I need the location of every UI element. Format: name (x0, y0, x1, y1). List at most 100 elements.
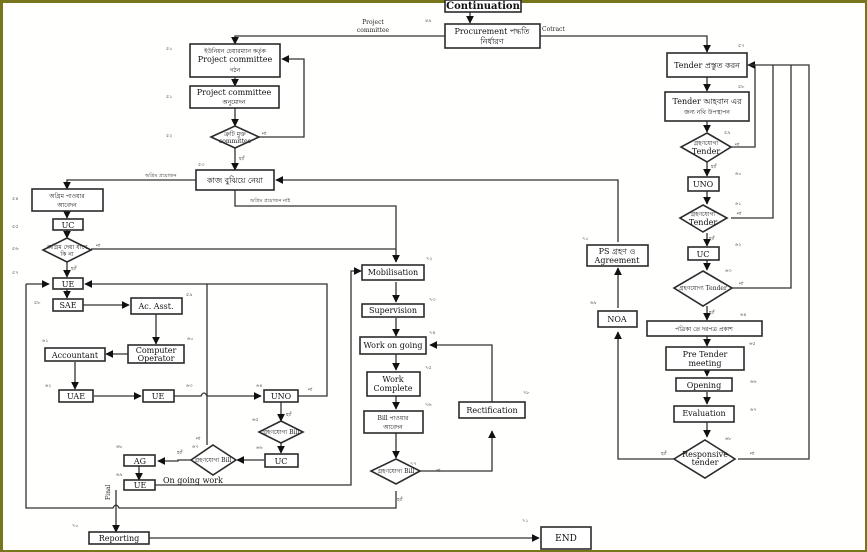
node-label: গ্রহণযোগ্য (691, 211, 716, 218)
node-label: UC (62, 221, 75, 230)
node-label: UNO (693, 180, 714, 189)
step-number: ৭৩ (429, 297, 436, 303)
edge-label-no: না (749, 451, 755, 457)
edge-label-yes: হ্যাঁ (70, 265, 78, 272)
node-label: গ্রহণযোগ্য Bill (195, 457, 232, 464)
node-mobilisation: Mobilisation ৭২ (361, 256, 433, 281)
step-number: ৬২ (735, 242, 742, 248)
edge-label-no: না (734, 142, 740, 148)
node-label: PS গ্রহণ ও (599, 247, 636, 256)
node-label: SAE (59, 301, 76, 310)
step-number: ৭০ (582, 236, 589, 242)
node-label: Operator (138, 354, 175, 363)
node-label: UE (62, 280, 75, 289)
node-label: UE (134, 481, 147, 490)
node-procurement: Procurement পদ্ধতি নির্ধারণ ৪৯ (425, 18, 541, 49)
step-number: ৬৫ (749, 341, 756, 347)
decision-tender-check-1: গ্রহণযোগ্য Tender ৫৯ না হ্যাঁ (679, 130, 740, 170)
node-continuation: Continuation (444, 0, 522, 13)
edge-label: Cotract (542, 26, 565, 33)
node-evaluation: Evaluation ৬৭ (673, 405, 757, 423)
step-number: ৫৩ (198, 162, 205, 168)
node-label: গঠন (230, 66, 241, 74)
node-pc-formation: ইউনিয়ন চেয়ারম্যান কর্তৃক Project commi… (166, 43, 281, 78)
node-handover: কাজ বুঝিয়ে নেয়া ৫৩ (195, 162, 275, 191)
node-tender-invite: Tender আহবান এর জন্য নথি উপস্থাপন ৫৮ (664, 84, 750, 122)
node-noa: NOA ৬৯ (590, 300, 638, 328)
step-number: ৬৫ (252, 417, 259, 423)
edge-label-final: Final (105, 484, 112, 500)
step-number: ৫১ (166, 94, 173, 100)
step-number: ৫৬ (12, 246, 19, 252)
step-number: ৬৮ (725, 436, 732, 442)
node-uc-2: UC ৬৬ (256, 445, 299, 468)
node-label: Evaluation (682, 409, 725, 418)
step-number: ৭৬ (425, 402, 432, 408)
node-label: Ac. Asst. (137, 302, 173, 311)
node-label: পত্রিকা তে দরপত্র প্রকাশ (675, 326, 733, 333)
node-uno-1: UNO ৬৪ না (256, 383, 313, 403)
connectors (25, 12, 810, 542)
step-number: ৭৭ (410, 461, 417, 467)
node-uc-3: UC ৬২ (687, 242, 742, 261)
edge-label: Project (362, 19, 384, 26)
node-uae: UAE ৬২ (45, 383, 94, 403)
node-ue-1: UE ৫৭ (12, 270, 84, 290)
step-number: ৫৭ (12, 270, 19, 276)
decision-tender-check-2: গ্রহণযোগ্য Tender ৬১ না হ্যাঁ (678, 201, 742, 242)
step-number: ৬৬ (750, 379, 757, 385)
node-work-on-going: Work on going ৭৪ (359, 330, 436, 355)
node-label: Bill পাওয়ার (378, 415, 410, 422)
node-label: Opening (687, 381, 721, 390)
node-label: UNO (271, 392, 292, 401)
decision-bill-check-3: গ্রহণযোগ্য Bill ৭৭ না হ্যাঁ (369, 458, 441, 503)
node-label: গ্রহণযোগ্য Bill (378, 468, 415, 475)
node-label: অগ্রিম পাওয়ার (48, 193, 85, 200)
step-number: ৫৮ (738, 84, 745, 90)
edge-label-yes: হ্যাঁ (285, 411, 293, 418)
node-label: AG (133, 457, 146, 466)
node-label: Tender (689, 218, 717, 227)
node-label: committee (219, 138, 252, 145)
step-number: ৬০ (735, 171, 742, 177)
node-label: Reporting (99, 534, 140, 543)
decision-bill-check-2: গ্রহণযোগ্য Bill ৬৭ না হ্যাঁ (176, 436, 238, 476)
node-label: Tender (692, 147, 720, 156)
node-label: অনুমোদন (222, 99, 246, 106)
node-label: Work (382, 375, 403, 384)
node-label: কি না (59, 251, 73, 258)
node-label: জন্য নথি উপস্থাপন (683, 108, 730, 116)
node-label: Agreement (594, 256, 641, 265)
node-label: Project committee (198, 55, 273, 64)
node-label: NOA (607, 315, 627, 324)
node-opening: Opening ৬৬ (675, 377, 757, 392)
node-label: Complete (374, 384, 413, 393)
decision-pc-check: ত্রুটি মুক্ত committee ৫২ না হ্যাঁ (166, 125, 267, 162)
node-label: ত্রুটি মুক্ত (223, 130, 246, 138)
edge-label-yes: হ্যাঁ (710, 163, 718, 170)
step-number: ৬৯ (590, 300, 597, 306)
node-uno-2: UNO ৬০ (687, 171, 742, 192)
node-label: UC (275, 457, 288, 466)
step-number: ৫৫ (12, 224, 19, 230)
step-number: ৭১ (522, 518, 529, 524)
step-number: ৬৯ (116, 472, 123, 478)
node-ue-3: UE ৬৯ (116, 472, 156, 491)
node-label: UC (697, 250, 710, 259)
step-number: ৫৯ (724, 130, 731, 136)
step-number: ৫৪ (12, 196, 19, 202)
edge-label: committee (357, 27, 390, 34)
step-number: ৫৯ (186, 292, 193, 298)
step-number: ৬১ (735, 201, 742, 207)
step-number: ৪৯ (425, 18, 432, 24)
node-label: END (555, 534, 577, 544)
node-label: আবেদন (56, 202, 77, 209)
step-number: ৫৭ (738, 43, 745, 49)
node-label: Accountant (51, 351, 99, 360)
decision-bill-check-1: গ্রহণযোগ্য Bill ৬৫ হ্যাঁ (252, 411, 305, 444)
edge-label-no: না (95, 243, 101, 249)
node-label: Procurement পদ্ধতি (454, 27, 530, 36)
node-label: UAE (67, 392, 85, 401)
edge-label-yes: হ্যাঁ (708, 235, 716, 242)
node-label: meeting (688, 359, 721, 368)
